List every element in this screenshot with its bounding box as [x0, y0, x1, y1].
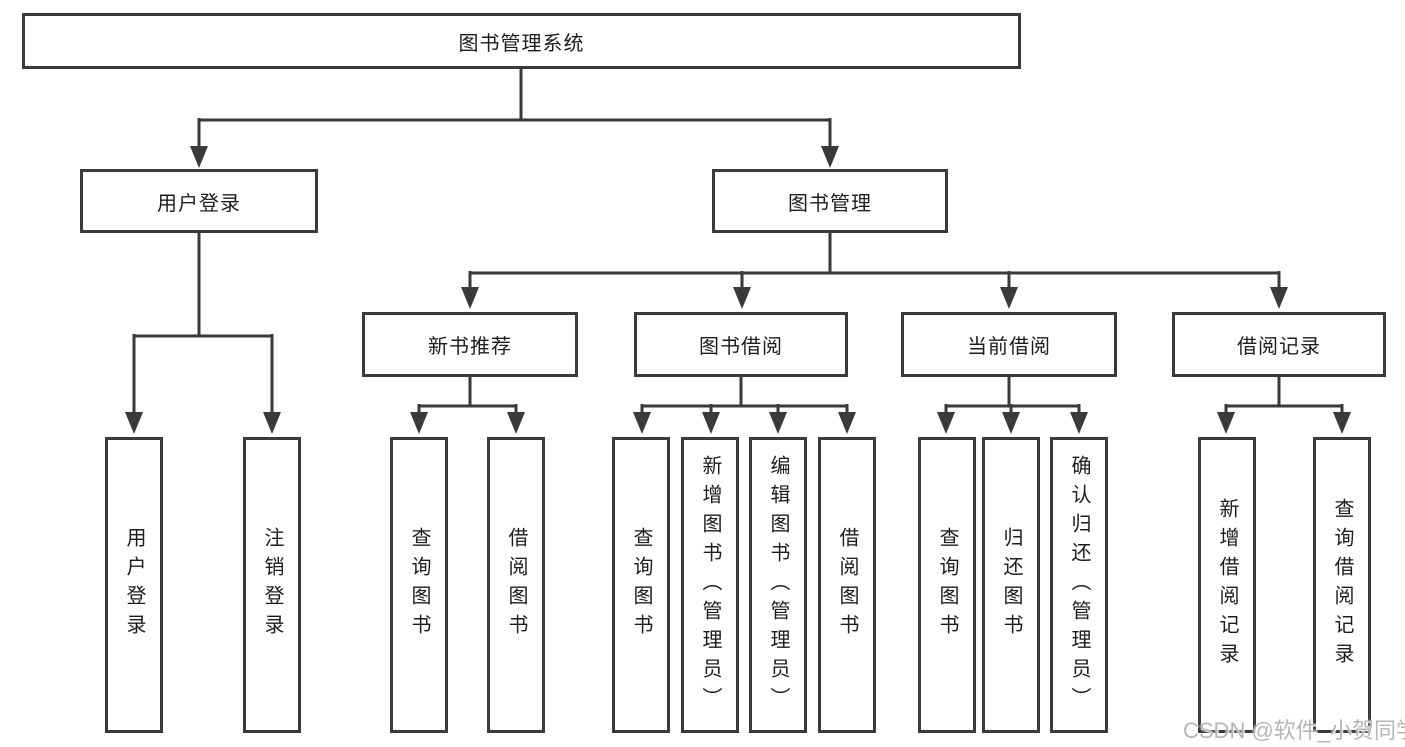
leaf-borrow-books-2-label: 借阅图书: [836, 527, 858, 643]
leaf-edit-books-admin-label: 编辑图书（管理员）: [767, 454, 789, 716]
node-user-login-label: 用户登录: [157, 192, 241, 215]
arrowheads-user-login-children: [125, 412, 281, 434]
leaf-add-books-admin: 新增图书（管理员）: [681, 437, 739, 733]
leaf-return-books-label: 归还图书: [1000, 527, 1022, 643]
arrowheads-new-book-children: [410, 412, 525, 434]
leaf-logout-label: 注销登录: [261, 527, 283, 643]
node-current-borrowing-label: 当前借阅: [967, 336, 1051, 358]
leaf-user-login-label: 用户登录: [123, 527, 145, 643]
node-root-library-system: 图书管理系统: [22, 13, 1021, 69]
node-new-book-recommend-label: 新书推荐: [428, 336, 512, 358]
node-root-label: 图书管理系统: [458, 32, 585, 55]
leaf-query-books-1: 查询图书: [390, 437, 448, 733]
connector-book-mgmt-to-level3: [468, 233, 1281, 289]
leaf-query-books-2-label: 查询图书: [630, 527, 652, 643]
connector-new-book-children: [417, 377, 518, 414]
leaf-confirm-return-admin-label: 确认归还（管理员）: [1068, 454, 1090, 716]
connector-book-borrow-children: [640, 377, 849, 414]
arrowheads-level3: [461, 287, 1288, 309]
leaf-query-books-3-label: 查询图书: [936, 527, 958, 643]
leaf-query-borrow-record-label: 查询借阅记录: [1331, 498, 1353, 672]
node-new-book-recommend: 新书推荐: [362, 312, 578, 377]
leaf-add-borrow-record-label: 新增借阅记录: [1216, 498, 1238, 672]
leaf-borrow-books-1-label: 借阅图书: [505, 527, 527, 643]
leaf-borrow-books-1: 借阅图书: [487, 437, 545, 733]
leaf-add-books-admin-label: 新增图书（管理员）: [699, 454, 721, 716]
csdn-watermark: CSDN @软件_小贺同学: [1183, 718, 1405, 743]
leaf-add-borrow-record: 新增借阅记录: [1198, 437, 1256, 733]
leaf-query-borrow-record: 查询借阅记录: [1313, 437, 1371, 733]
node-current-borrowing: 当前借阅: [901, 312, 1117, 377]
leaf-edit-books-admin: 编辑图书（管理员）: [749, 437, 807, 733]
leaf-query-books-2: 查询图书: [612, 437, 670, 733]
arrowheads-borrow-record-children: [1217, 412, 1351, 434]
connector-user-login-children: [132, 233, 274, 414]
leaf-query-books-3: 查询图书: [918, 437, 976, 733]
node-book-borrowing-label: 图书借阅: [699, 336, 783, 358]
connector-current-borrow-children: [944, 377, 1081, 414]
connector-borrow-record-children: [1224, 377, 1344, 414]
node-book-management: 图书管理: [712, 169, 948, 233]
leaf-query-books-1-label: 查询图书: [408, 527, 430, 643]
arrowheads-current-borrow-children: [937, 412, 1088, 434]
node-book-borrowing: 图书借阅: [634, 312, 848, 377]
leaf-return-books: 归还图书: [982, 437, 1040, 733]
leaf-logout: 注销登录: [243, 437, 301, 733]
node-borrowing-records-label: 借阅记录: [1237, 336, 1321, 358]
node-book-management-label: 图书管理: [788, 192, 872, 215]
leaf-confirm-return-admin: 确认归还（管理员）: [1050, 437, 1108, 733]
leaf-borrow-books-2: 借阅图书: [818, 437, 876, 733]
leaf-user-login: 用户登录: [105, 437, 163, 733]
node-user-login: 用户登录: [80, 169, 318, 233]
arrowheads-book-borrow-children: [633, 412, 856, 434]
connector-root-to-level2: [197, 69, 832, 148]
arrowheads-level2: [190, 146, 839, 168]
node-borrowing-records: 借阅记录: [1172, 312, 1386, 377]
